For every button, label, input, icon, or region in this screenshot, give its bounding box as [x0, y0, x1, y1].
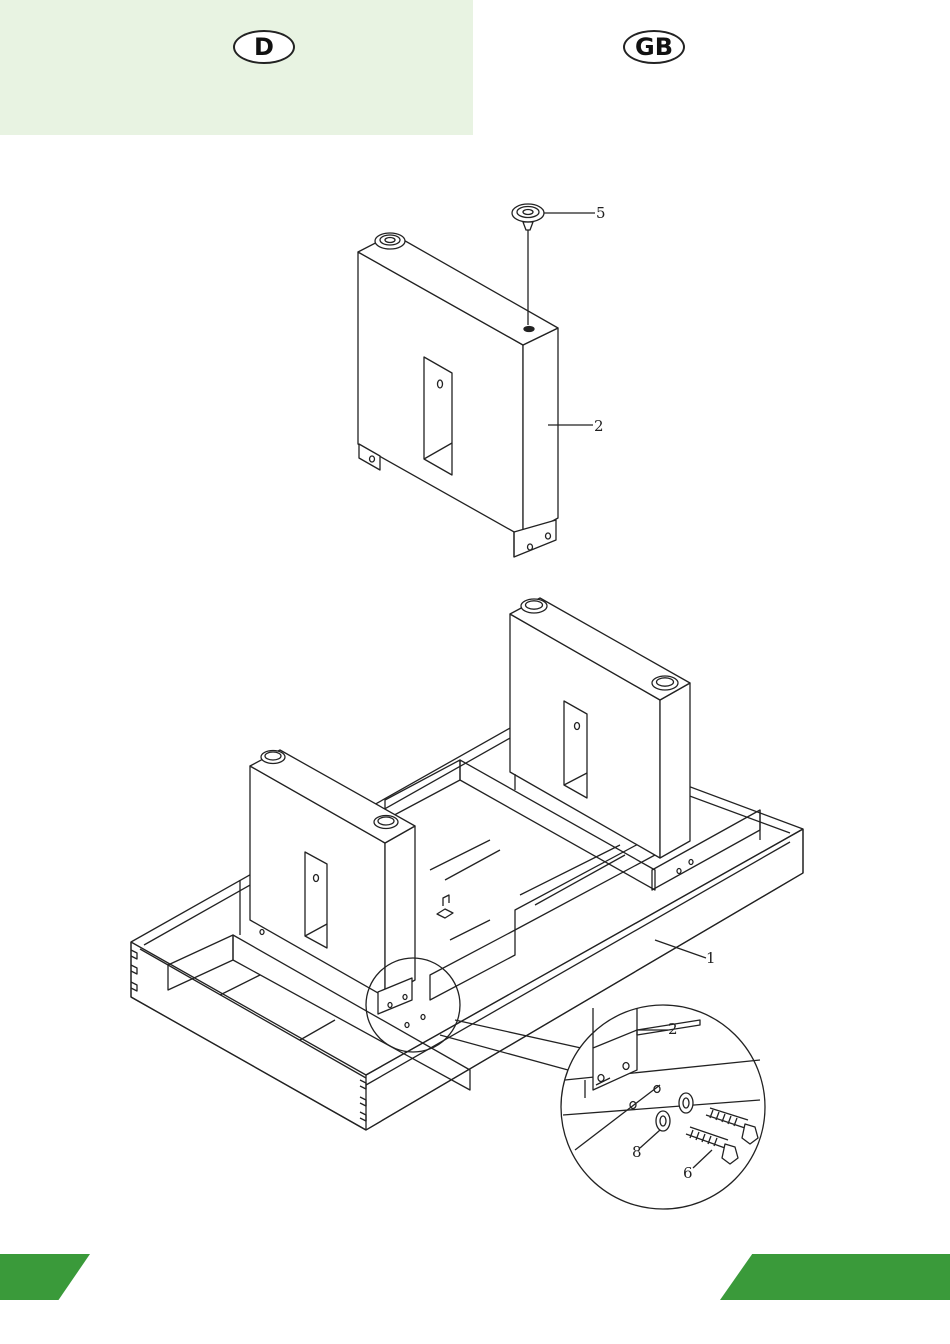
detail-zoom-view: [561, 1005, 765, 1209]
leg-panel-exploded: [358, 204, 595, 557]
callout-part-2-detail: 2: [668, 1020, 678, 1038]
footer-tab-right: [720, 1254, 950, 1300]
callout-part-6: 6: [683, 1164, 693, 1182]
callout-part-5: 5: [596, 204, 606, 222]
callout-part-8: 8: [632, 1143, 642, 1161]
leg-panel-right: [510, 598, 693, 874]
callout-part-1: 1: [706, 949, 716, 967]
leg-panel-left: [250, 750, 415, 1014]
callout-part-2-top: 2: [594, 417, 604, 435]
